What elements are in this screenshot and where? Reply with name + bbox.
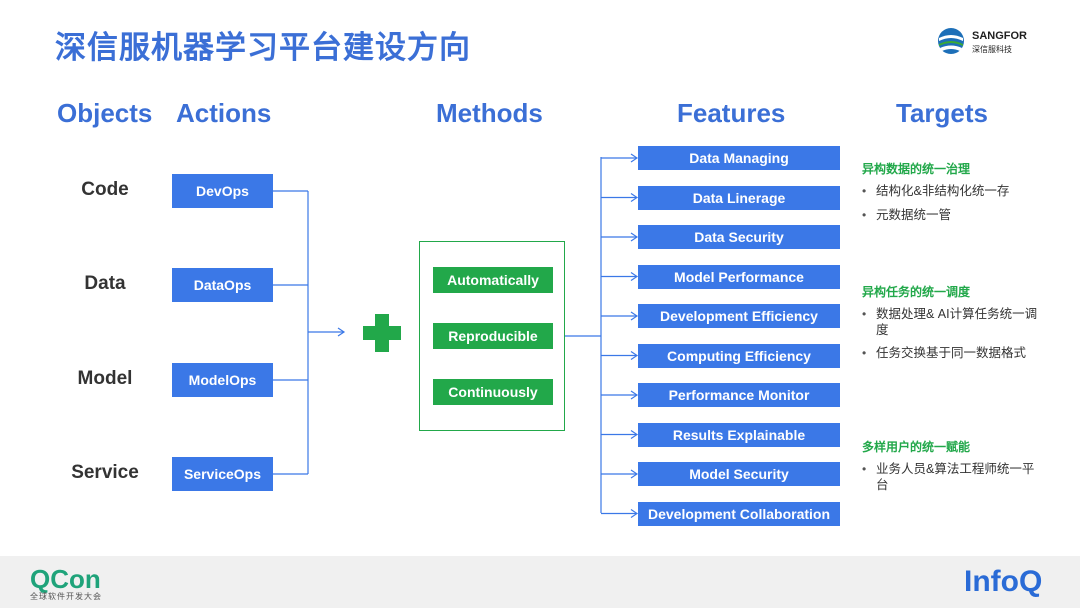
target-item: • 数据处理& AI计算任务统一调度 xyxy=(862,306,1046,338)
feature-box: Results Explainable xyxy=(638,422,840,447)
infoq-logo: InfoQ xyxy=(964,565,1043,598)
footer-bar xyxy=(0,556,1080,608)
feature-arrowhead xyxy=(630,193,639,202)
feature-arrowhead xyxy=(630,232,639,242)
header-features: Features xyxy=(677,98,786,128)
bullet-icon: • xyxy=(862,462,867,476)
target-item-text: 任务交换基于同一数据格式 xyxy=(876,346,1027,360)
target-item-text: 元数据统一管 xyxy=(876,208,952,222)
logo-sub: 深信服科技 xyxy=(972,45,1012,54)
feature-arrowhead xyxy=(630,390,639,400)
method-box: Reproducible xyxy=(433,323,553,349)
feature-arrowhead xyxy=(630,153,639,163)
object-label: Data xyxy=(84,273,126,294)
feature-arrowhead xyxy=(630,430,639,439)
action-box: ServiceOps xyxy=(172,457,273,491)
target-heading: 多样用户的统一赋能 xyxy=(862,440,971,454)
action-box: ModelOps xyxy=(172,363,273,397)
feature-box: Development Efficiency xyxy=(638,304,840,328)
page-title: 深信服机器学习平台建设方向 xyxy=(55,30,471,65)
target-heading: 异构数据的统一治理 xyxy=(862,162,971,176)
feature-box: Computing Efficiency xyxy=(638,343,840,368)
object-label: Service xyxy=(71,462,139,483)
feature-arrowhead xyxy=(630,509,639,518)
methods-frame xyxy=(419,241,565,431)
target-item: • 结构化&非结构化统一存 xyxy=(862,183,1046,199)
qcon-logo: QCon xyxy=(30,564,101,594)
target-item: • 元数据统一管 xyxy=(862,207,1046,223)
target-item: • 任务交换基于同一数据格式 xyxy=(862,345,1046,361)
bullet-icon: • xyxy=(862,208,867,222)
feature-box: Model Performance xyxy=(638,264,840,289)
feature-box: Data Linerage xyxy=(638,185,840,210)
object-label: Code xyxy=(81,179,129,200)
action-box: DevOps xyxy=(172,174,273,208)
logo-name: SANGFOR xyxy=(972,30,1027,42)
method-box: Automatically xyxy=(433,267,553,293)
feature-box: Performance Monitor xyxy=(638,383,840,407)
target-item-text: 数据处理& AI计算任务统一调度 xyxy=(876,307,1038,337)
feature-arrowhead xyxy=(630,351,639,360)
qcon-subtitle: 全球软件开发大会 xyxy=(30,592,102,601)
sangfor-logo: SANGFOR 深信服科技 xyxy=(936,26,1036,58)
header-objects: Objects xyxy=(57,98,153,128)
feature-arrowhead xyxy=(630,311,639,321)
bullet-icon: • xyxy=(862,346,867,360)
feature-box: Data Security xyxy=(638,225,840,249)
target-item-text: 业务人员&算法工程师统一平台 xyxy=(876,462,1035,492)
action-box: DataOps xyxy=(172,268,273,302)
target-item-text: 结构化&非结构化统一存 xyxy=(876,184,1010,198)
bullet-icon: • xyxy=(862,184,867,198)
header-targets: Targets xyxy=(896,98,988,128)
target-heading: 异构任务的统一调度 xyxy=(862,285,971,299)
feature-arrowhead xyxy=(630,469,639,479)
feature-box: Data Managing xyxy=(638,146,840,170)
object-label: Model xyxy=(77,368,133,389)
sangfor-logo-icon xyxy=(938,28,964,54)
target-item: • 业务人员&算法工程师统一平台 xyxy=(862,461,1046,493)
method-box: Continuously xyxy=(433,379,553,405)
feature-arrowhead xyxy=(630,272,639,281)
plus-icon-bar xyxy=(363,326,401,340)
header-actions: Actions xyxy=(176,98,272,128)
bullet-icon: • xyxy=(862,307,867,321)
feature-box: Model Security xyxy=(638,462,840,486)
header-methods: Methods xyxy=(436,98,543,128)
feature-box: Development Collaboration xyxy=(638,501,840,526)
